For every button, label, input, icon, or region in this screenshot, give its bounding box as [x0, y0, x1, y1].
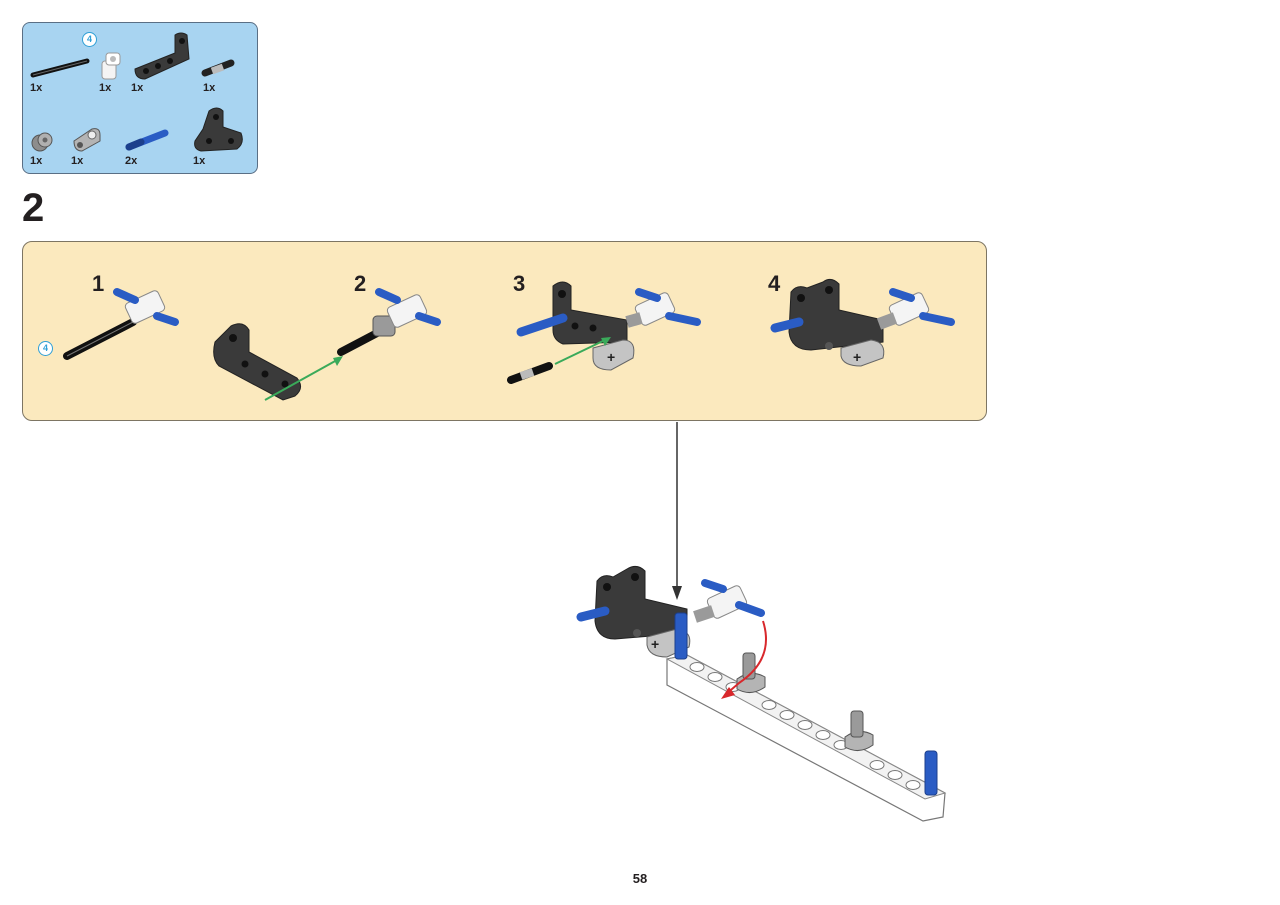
- main-assembly-illustration: +: [576, 565, 947, 822]
- blue-pin-part-icon: [125, 129, 169, 151]
- svg-text:+: +: [607, 349, 615, 365]
- substep-4-assembly-illustration: +: [770, 278, 955, 367]
- parts-list-box: 4 1x 1x 1x 1x 1x 1x 2x: [22, 22, 258, 174]
- axle-length-badge: 4: [82, 32, 97, 47]
- substep-3-number: 3: [513, 271, 526, 296]
- axle-pin-qty: 1x: [203, 82, 216, 94]
- axle-pin-part-icon: [201, 59, 235, 77]
- axle-qty: 1x: [30, 82, 43, 94]
- triangle-beam-part-icon: [194, 107, 243, 152]
- step-number: 2: [22, 186, 45, 230]
- bush-part-icon: [31, 132, 53, 152]
- angle-connector-qty: 1x: [99, 82, 112, 94]
- l-beam-part-icon: [134, 32, 190, 80]
- blue-pin-qty: 2x: [125, 155, 138, 167]
- cross-block-qty: 1x: [71, 155, 84, 167]
- callout-down-arrow: [672, 422, 682, 600]
- triangle-beam-qty: 1x: [193, 155, 206, 167]
- substep-1-assembly-illustration: [63, 288, 179, 360]
- angle-connector-part-icon: [101, 52, 121, 80]
- axle-part-icon: [30, 58, 90, 78]
- substep-4-number: 4: [768, 271, 781, 296]
- bush-qty: 1x: [30, 155, 43, 167]
- substep-3-assembly-illustration: +: [507, 281, 701, 384]
- svg-text:+: +: [651, 636, 659, 652]
- substep-2-assembly-illustration: [213, 288, 441, 401]
- substep-1-length-badge: 4: [38, 341, 53, 356]
- cross-block-part-icon: [73, 128, 101, 152]
- l-beam-qty: 1x: [131, 82, 144, 94]
- svg-text:+: +: [853, 349, 861, 365]
- substep-1-number: 1: [92, 271, 105, 296]
- substep-2-number: 2: [354, 271, 367, 296]
- page-number: 58: [632, 871, 648, 886]
- substep-box: 1 4 2 3 +: [22, 241, 987, 421]
